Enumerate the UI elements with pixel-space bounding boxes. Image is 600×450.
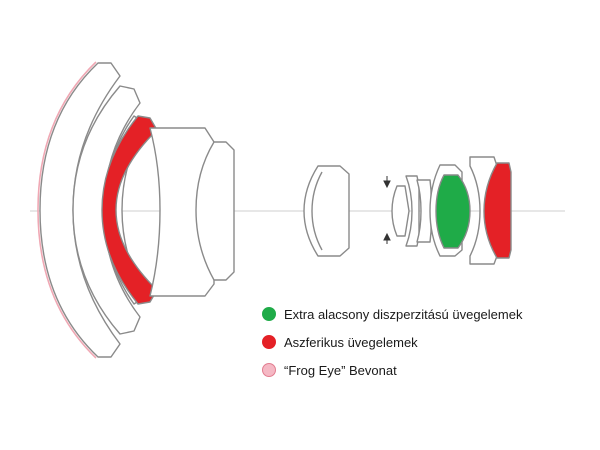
lens-element-6-inner: [311, 171, 323, 251]
aspherical-element-front: [101, 115, 158, 305]
lens-element-4: [149, 127, 215, 297]
legend-label-ed: Extra alacsony diszperzitású üvegelemek: [284, 306, 523, 322]
legend-label-frog-eye: “Frog Eye” Bevonat: [284, 362, 397, 378]
lens-element-8: [405, 175, 420, 247]
legend: Extra alacsony diszperzitású üvegelemek …: [262, 300, 522, 384]
lens-element-7: [391, 185, 410, 237]
lens-element-6: [303, 165, 350, 257]
legend-label-aspherical: Aszferikus üvegelemek: [284, 334, 418, 350]
ed-element: [435, 174, 471, 249]
legend-dot-red: [262, 335, 276, 349]
frog-eye-coating: [37, 61, 97, 359]
lens-element-9: [416, 179, 432, 243]
lens-element-5: [195, 141, 235, 281]
legend-item-frog-eye: “Frog Eye” Bevonat: [262, 356, 522, 384]
legend-dot-green: [262, 307, 276, 321]
aperture-arrow-bottom: [383, 232, 391, 244]
aperture-arrow-top: [383, 176, 391, 189]
aspherical-element-rear: [483, 162, 512, 259]
legend-dot-pink: [262, 363, 276, 377]
legend-item-aspherical: Aszferikus üvegelemek: [262, 328, 522, 356]
legend-item-ed: Extra alacsony diszperzitású üvegelemek: [262, 300, 522, 328]
